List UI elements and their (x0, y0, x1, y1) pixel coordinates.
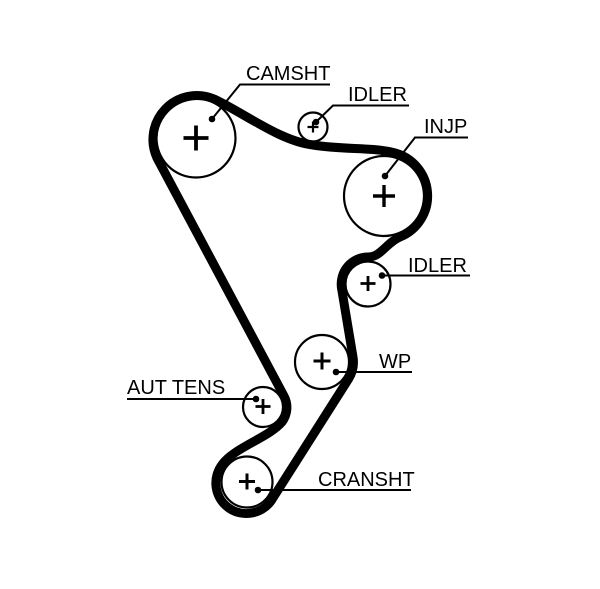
crankshaft-plus-icon (239, 473, 255, 490)
water-pump-leader-dot (332, 368, 340, 376)
crankshaft-callout: CRANSHT (254, 469, 415, 494)
injection-pump-plus-icon (373, 185, 395, 207)
labels: CAMSHT IDLER INJP IDLER WP (127, 63, 470, 494)
camshaft-callout: CAMSHT (208, 63, 330, 123)
idler-right-plus-icon (360, 276, 376, 291)
injection-pump-leader-line (384, 136, 468, 177)
crankshaft-leader-dot (254, 486, 262, 494)
tensioner-leader-dot (252, 395, 260, 403)
tensioner-label: AUT TENS (127, 377, 225, 399)
crankshaft-label: CRANSHT (318, 469, 415, 491)
tensioner-plus-icon (255, 399, 271, 414)
timing-belt (148, 91, 433, 518)
injection-pump-callout: INJP (381, 116, 468, 180)
pulleys (155, 97, 426, 509)
idler-top-label: IDLER (348, 84, 407, 106)
camshaft-plus-icon (183, 125, 209, 151)
idler-right-label: IDLER (408, 255, 467, 277)
injection-pump-label: INJP (424, 116, 467, 138)
water-pump-plus-icon (313, 352, 331, 370)
idler-right-leader-dot (378, 272, 386, 279)
pulley-center-marks (183, 121, 395, 490)
camshaft-label: CAMSHT (246, 63, 330, 85)
idler-top-leader-line (315, 104, 409, 123)
idler-top-callout: IDLER (312, 84, 409, 126)
idler-right-callout: IDLER (378, 255, 470, 279)
idler-top-leader-dot (312, 118, 320, 126)
camshaft-leader-line (211, 83, 330, 120)
water-pump-callout: WP (332, 351, 412, 376)
injection-pump-leader-dot (381, 172, 389, 180)
camshaft-leader-dot (208, 115, 216, 123)
water-pump-label: WP (379, 351, 411, 373)
tensioner-callout: AUT TENS (127, 377, 260, 403)
